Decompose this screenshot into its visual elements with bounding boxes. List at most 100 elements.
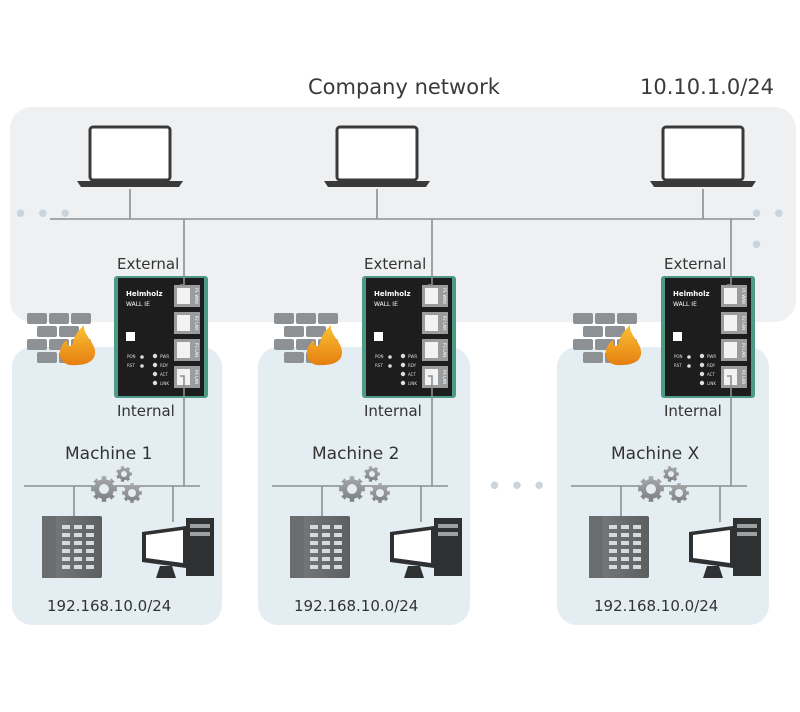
machine-label-x: Machine X	[611, 444, 700, 464]
plc-slot	[621, 565, 629, 569]
brick	[583, 326, 603, 337]
plc-slot	[310, 557, 318, 561]
brick	[306, 326, 326, 337]
firewall-icon-1	[27, 313, 96, 366]
brick	[71, 313, 91, 324]
company-network-zone	[10, 107, 796, 322]
plc-slot	[74, 549, 82, 553]
device-model: WALL IE	[374, 301, 398, 308]
company-subnet-label: 10.10.1.0/24	[640, 75, 774, 99]
external-link-line	[180, 219, 185, 286]
plc-slot	[334, 557, 342, 561]
plc-slot	[62, 525, 70, 529]
plc-slot	[621, 557, 629, 561]
device-led-label: PWR	[160, 354, 169, 359]
plc-slot	[310, 525, 318, 529]
plc-icon	[290, 516, 350, 578]
laptop-base	[650, 181, 756, 187]
plc-slot	[633, 557, 641, 561]
laptop-screen	[661, 125, 745, 182]
pc-drive	[737, 532, 757, 536]
device-led-left	[140, 355, 144, 359]
plc-psu	[290, 516, 304, 578]
device-port-jack	[425, 342, 438, 358]
device-led-left	[687, 355, 691, 359]
machine-cell-2	[272, 466, 462, 578]
device-led-label: PWR	[408, 354, 417, 359]
external-link-line	[428, 219, 433, 286]
device-port-label: P4 LAN	[442, 370, 447, 384]
laptop-screen	[88, 125, 172, 182]
device-port-jack	[724, 315, 737, 331]
plc-slot	[633, 525, 641, 529]
plc-icon	[589, 516, 649, 578]
plc-slot	[633, 533, 641, 537]
machine-cell-1	[24, 466, 214, 578]
pc-stand	[703, 566, 723, 578]
company-network-label: Company network	[308, 75, 500, 99]
internal-link-line	[428, 375, 433, 486]
laptop-icon-1	[77, 125, 183, 219]
device-led	[400, 362, 406, 368]
device-led-left-label: RST	[674, 363, 682, 368]
external-link-line	[727, 219, 732, 286]
pc-drive	[737, 524, 757, 528]
device-led	[400, 380, 406, 386]
internal-link-line	[727, 375, 732, 486]
device-port-jack	[177, 342, 190, 358]
device-led-left	[388, 364, 392, 368]
gear-hole	[646, 484, 656, 494]
device-led-label: PWR	[707, 354, 716, 359]
device-led-label: ACT	[160, 372, 168, 377]
pc-screen	[146, 530, 183, 563]
plc-body	[290, 516, 350, 578]
flame-shape	[59, 325, 96, 366]
ellipsis-right: • • •	[752, 198, 787, 259]
plc-slot	[86, 549, 94, 553]
machine-subnet-1: 192.168.10.0/24	[47, 597, 172, 615]
brick	[573, 313, 593, 324]
laptop-base	[324, 181, 430, 187]
gear-hole	[347, 484, 357, 494]
machine-subnet-x: 192.168.10.0/24	[594, 597, 719, 615]
device-model: WALL IE	[673, 301, 697, 308]
device-brand: Helmholz	[374, 290, 411, 298]
plc-slot	[322, 525, 330, 529]
plc-slot	[633, 549, 641, 553]
gear-hole	[128, 489, 136, 497]
plc-slot	[621, 541, 629, 545]
gears-icon	[91, 466, 142, 503]
brick	[583, 352, 603, 363]
pc-screen	[693, 530, 730, 563]
links-2	[428, 219, 433, 486]
gear-hole	[99, 484, 109, 494]
device-port-label: P4 LAN	[194, 370, 199, 384]
plc-slot	[74, 525, 82, 529]
plc-slot	[62, 549, 70, 553]
device-led-left	[388, 355, 392, 359]
device-port-label: P3 LAN	[741, 343, 746, 357]
device-led	[152, 371, 158, 377]
brick	[27, 339, 47, 350]
plc-slot	[62, 557, 70, 561]
ellipsis-left: • • •	[16, 198, 73, 228]
plc-slot	[633, 565, 641, 569]
pc-icon	[390, 518, 462, 578]
plc-body	[589, 516, 649, 578]
device-led-label: LINK	[160, 381, 169, 386]
device-port-label: P2 LAN	[741, 316, 746, 330]
plc-slot	[74, 565, 82, 569]
plc-body	[42, 516, 102, 578]
laptop-screen	[335, 125, 419, 182]
gear-hole	[668, 471, 674, 477]
plc-slot	[86, 525, 94, 529]
plc-slot	[334, 549, 342, 553]
plc-slot	[334, 541, 342, 545]
plc-slot	[62, 541, 70, 545]
brick	[284, 352, 304, 363]
links-1	[180, 219, 185, 486]
device-led-left	[687, 364, 691, 368]
pc-drive	[438, 532, 458, 536]
brick	[37, 326, 57, 337]
device-label-square	[374, 332, 383, 341]
